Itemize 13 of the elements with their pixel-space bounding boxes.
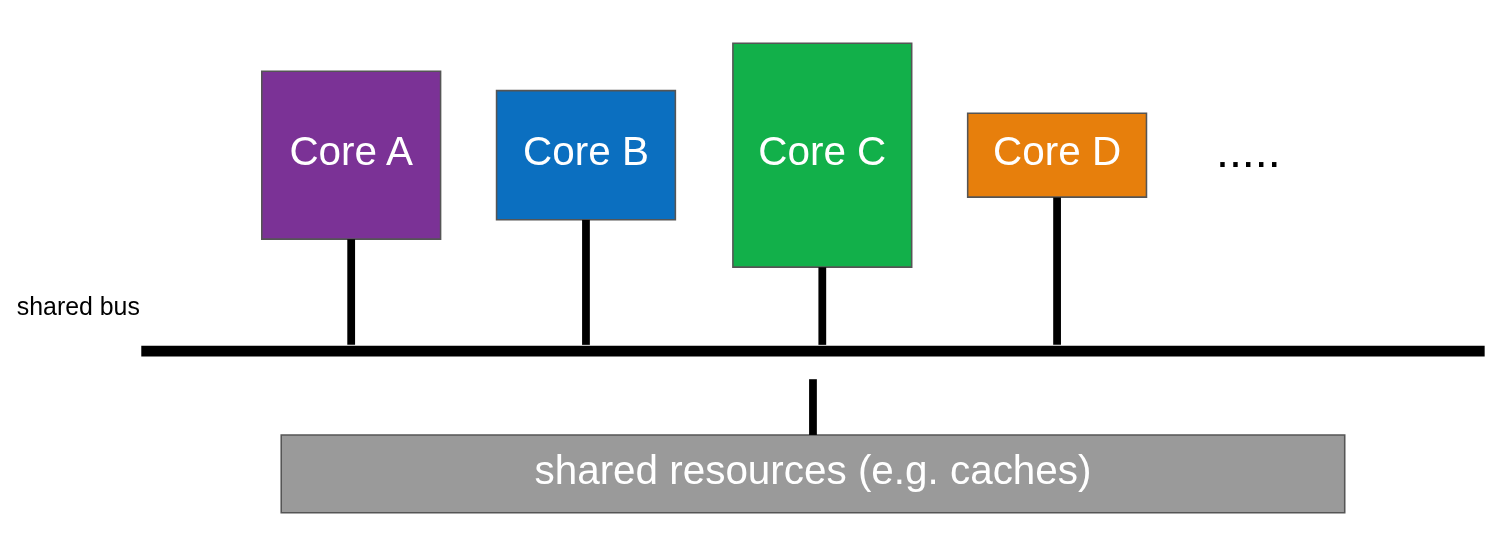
label: ..... <box>1215 124 1281 177</box>
connector <box>818 266 827 345</box>
connector <box>347 238 356 345</box>
node-box: Core D <box>966 111 1148 198</box>
connector <box>1053 197 1061 345</box>
connector <box>582 219 590 345</box>
node-box: Core A <box>261 69 442 240</box>
node-box: Core B <box>495 89 677 220</box>
node-box: shared resources (e.g. caches) <box>280 433 1346 514</box>
connector <box>809 378 817 435</box>
node-bar <box>141 345 1485 356</box>
node-label: shared bus <box>16 291 140 320</box>
node-box: Core C <box>732 41 913 268</box>
